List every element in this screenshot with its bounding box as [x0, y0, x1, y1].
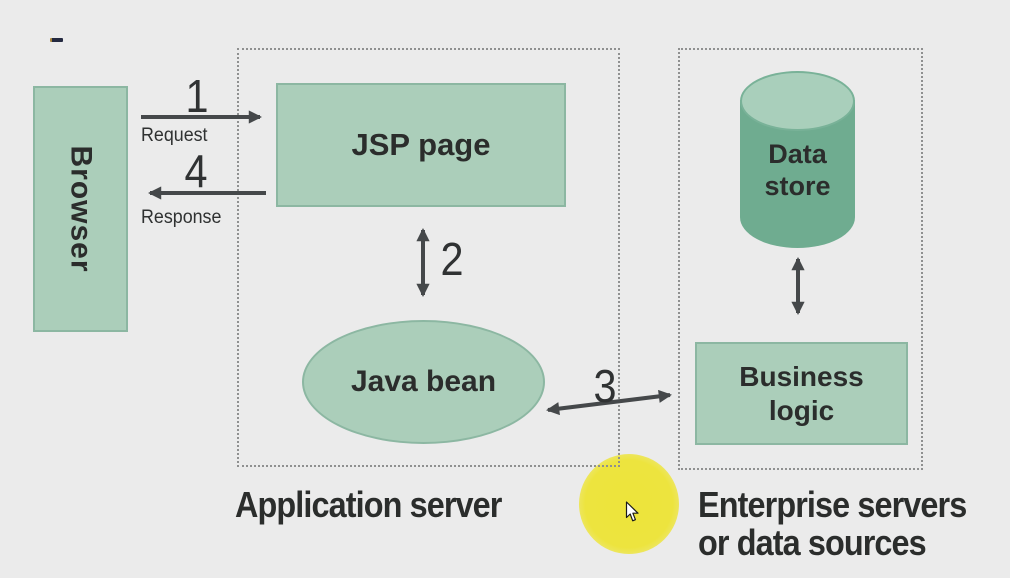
data-store-label-line1: Data	[768, 139, 827, 169]
response-label: Response	[141, 207, 222, 228]
stray-mark	[50, 38, 63, 42]
jsp-page-node: JSP page	[276, 83, 566, 207]
data-store-label-line2: store	[764, 171, 831, 202]
browser-label: Browser	[64, 145, 98, 273]
application-server-container	[237, 48, 620, 467]
java-bean-label: Java bean	[350, 365, 497, 398]
jsp-page-label: JSP page	[351, 127, 491, 162]
enterprise-caption-line1: Enterprise servers	[698, 484, 967, 525]
flow-number-2: 2	[440, 233, 464, 285]
enterprise-container	[678, 48, 923, 470]
business-logic-node: Business logic	[695, 342, 908, 445]
business-logic-label-line1: Business	[739, 361, 864, 393]
java-bean-node: Java bean	[302, 320, 545, 444]
browser-node: Browser	[33, 86, 128, 332]
mouse-cursor-icon	[625, 501, 639, 522]
data-store-label: Data store	[740, 138, 855, 203]
enterprise-caption: Enterprise servers or data sources	[698, 484, 967, 564]
flow-number-4: 4	[184, 145, 208, 197]
enterprise-caption-line2: or data sources	[698, 522, 927, 564]
flow-number-3: 3	[593, 360, 617, 412]
data-store-cylinder-top	[740, 71, 855, 131]
flow-number-1: 1	[185, 70, 209, 122]
request-label: Request	[141, 125, 208, 146]
application-server-caption: Application server	[235, 484, 502, 525]
business-logic-label-line2: logic	[768, 394, 835, 426]
